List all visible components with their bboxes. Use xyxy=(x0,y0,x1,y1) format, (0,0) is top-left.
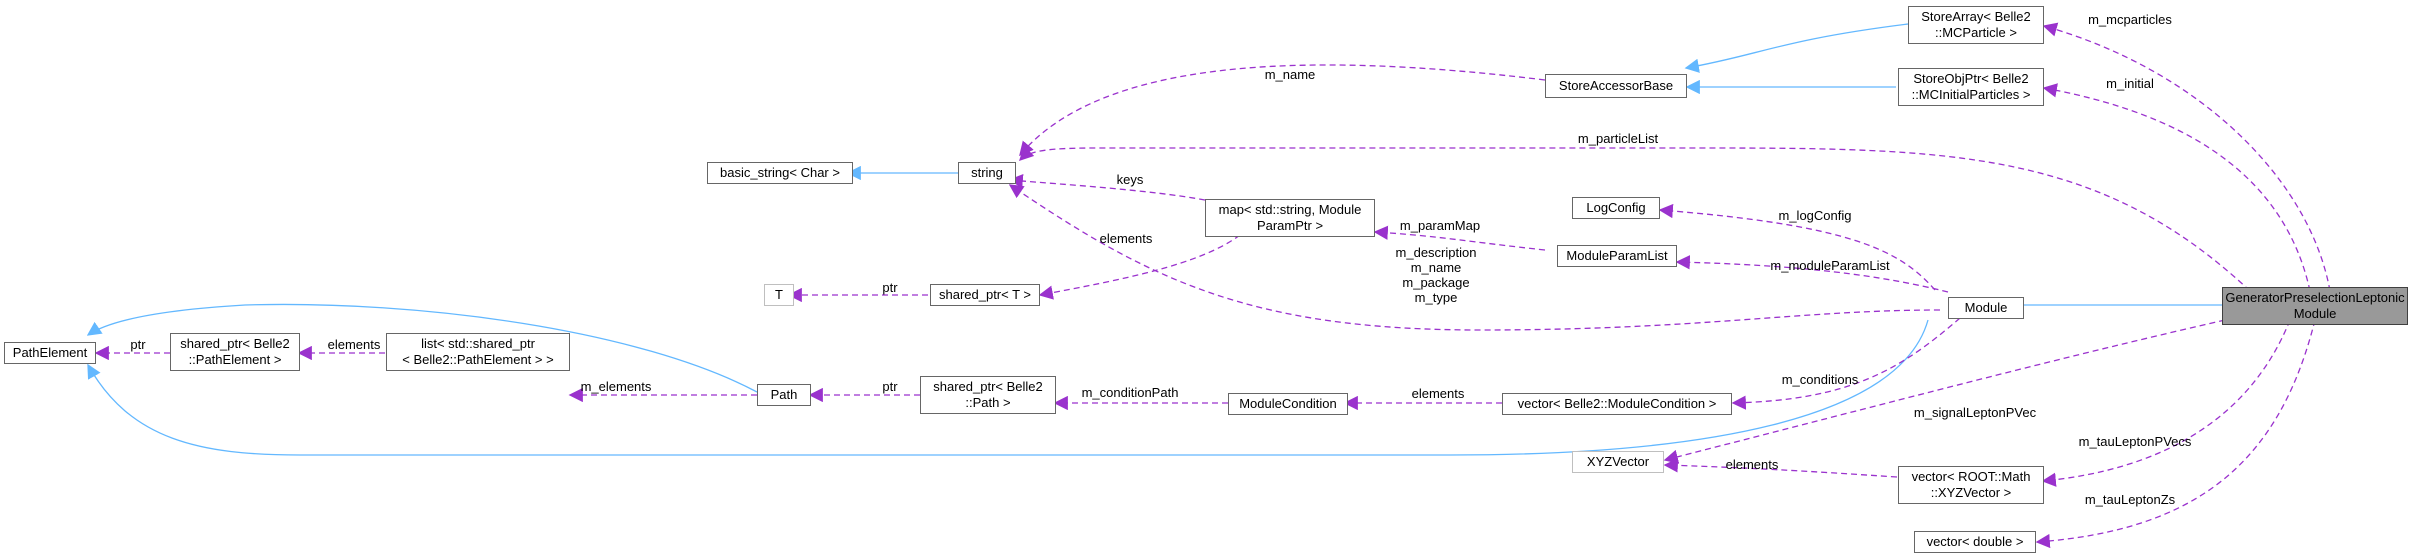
node-modulecondition[interactable]: ModuleCondition xyxy=(1228,393,1348,415)
edge-use-accessor-name xyxy=(1019,64,1546,157)
node-string[interactable]: string xyxy=(958,162,1016,184)
edge-use-string-multi xyxy=(1008,184,1941,331)
label-elements-condition: elements xyxy=(1411,386,1465,401)
label-ptr-t: ptr xyxy=(882,280,898,295)
node-generatorpreselectionleptonicmodule: GeneratorPreselectionLeptonic Module xyxy=(2222,287,2408,325)
edge-inherit-storearray-to-accessor xyxy=(1684,23,1909,73)
label-m-mcparticles: m_mcparticles xyxy=(2088,12,2172,27)
edge-inherit-module-to-pathelement xyxy=(87,319,1929,456)
node-logconfig[interactable]: LogConfig xyxy=(1572,197,1660,219)
edge-use-conditions xyxy=(1731,317,1961,410)
label-elements-list: elements xyxy=(327,337,381,352)
label-m-initial: m_initial xyxy=(2106,76,2154,91)
label-m-tauleptonzs: m_tauLeptonZs xyxy=(2084,492,2176,507)
label-m-elements: m_elements xyxy=(580,379,652,394)
node-shared-ptr-pathelement[interactable]: shared_ptr< Belle2 ::PathElement > xyxy=(170,333,300,371)
edge-use-initial xyxy=(2042,83,2311,292)
node-storeobjptr-mcinitialparticles[interactable]: StoreObjPtr< Belle2 ::MCInitialParticles… xyxy=(1898,68,2044,106)
label-ptr-pathelement: ptr xyxy=(130,337,146,352)
edge-inherit-path-to-pathelement xyxy=(86,303,758,393)
label-m-signalleptonpvec: m_signalLeptonPVec xyxy=(1913,405,2037,420)
label-elements-xyz: elements xyxy=(1725,457,1779,472)
label-m-name: m_name xyxy=(1264,67,1316,82)
node-storearray-mcparticle[interactable]: StoreArray< Belle2 ::MCParticle > xyxy=(1908,6,2044,44)
label-m-tauleptonpvecs: m_tauLeptonPVecs xyxy=(2078,434,2192,449)
node-shared-ptr-path[interactable]: shared_ptr< Belle2 ::Path > xyxy=(920,376,1056,414)
label-m-conditions: m_conditions xyxy=(1781,372,1859,387)
edge-use-tauleptonzs xyxy=(2035,319,2316,549)
label-m-logconfig: m_logConfig xyxy=(1778,208,1852,223)
node-basic-string[interactable]: basic_string< Char > xyxy=(707,162,853,184)
node-storeaccessorbase[interactable]: StoreAccessorBase xyxy=(1545,74,1687,98)
edge-use-tauleptonpvecs xyxy=(2041,319,2291,487)
node-xyzvector: XYZVector xyxy=(1572,451,1664,473)
edge-use-signalleptonpvec xyxy=(1663,319,2226,464)
node-map-modeparamptr[interactable]: map< std::string, Module ParamPtr > xyxy=(1205,199,1375,237)
edge-use-particlelist xyxy=(1018,145,2251,292)
label-m-particlelist: m_particleList xyxy=(1577,131,1659,146)
edge-use-elements-xyz xyxy=(1663,458,1898,478)
label-keys: keys xyxy=(1116,172,1144,187)
node-t: T xyxy=(764,284,794,306)
edge-use-parammap xyxy=(1373,225,1546,251)
node-path[interactable]: Path xyxy=(757,384,811,406)
edge-use-mcparticles xyxy=(2042,22,2331,292)
node-vector-xyzvector[interactable]: vector< ROOT::Math ::XYZVector > xyxy=(1898,466,2044,504)
node-list-pathelement[interactable]: list< std::shared_ptr < Belle2::PathElem… xyxy=(386,333,570,371)
node-moduleparamlist[interactable]: ModuleParamList xyxy=(1557,245,1677,267)
label-m-string-members: m_description m_name m_package m_type xyxy=(1395,245,1477,305)
node-pathelement[interactable]: PathElement xyxy=(4,342,96,364)
node-vector-modulecondition[interactable]: vector< Belle2::ModuleCondition > xyxy=(1502,393,1732,415)
label-elements-map: elements xyxy=(1099,231,1153,246)
label-m-conditionpath: m_conditionPath xyxy=(1081,385,1179,400)
edge-use-keys xyxy=(1008,173,1206,201)
node-shared-ptr-t[interactable]: shared_ptr< T > xyxy=(930,284,1040,306)
label-m-parammap: m_paramMap xyxy=(1399,218,1481,233)
node-vector-double[interactable]: vector< double > xyxy=(1914,531,2036,553)
edge-use-logconfig xyxy=(1658,203,1936,291)
node-module[interactable]: Module xyxy=(1948,297,2024,319)
label-ptr-path: ptr xyxy=(882,379,898,394)
label-m-moduleparamlist: m_moduleParamList xyxy=(1770,258,1890,273)
